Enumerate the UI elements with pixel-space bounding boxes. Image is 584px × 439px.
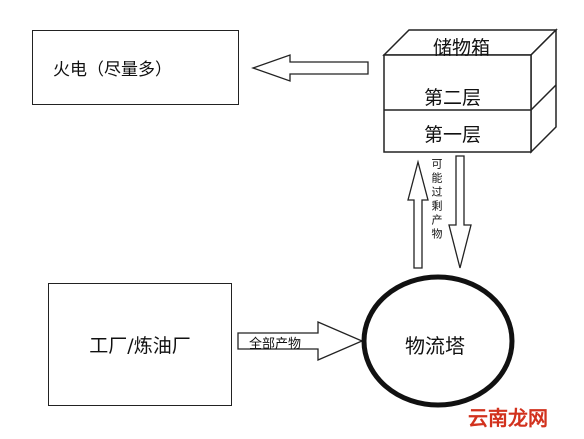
all-products-label: 全部产物 (249, 337, 302, 352)
arrow-storage-to-tower (448, 155, 472, 269)
logistics-tower-circle (361, 274, 515, 408)
storage-layer-1-label: 第一层 (424, 124, 482, 146)
arrow-storage-to-power (251, 54, 369, 82)
storage-title-label: 储物箱 (433, 37, 491, 59)
logistics-tower-label: 物流塔 (405, 334, 465, 358)
storage-box-side-divider (530, 84, 557, 111)
arrow-tower-to-storage (407, 159, 429, 269)
storage-box (382, 28, 558, 154)
storage-box-front (383, 54, 532, 153)
factory-label: 工厂/炼油厂 (89, 335, 191, 357)
surplus-products-label: 可能过剩产物 (430, 158, 443, 242)
arrow-factory-to-tower (237, 321, 364, 361)
factory-box: 工厂/炼油厂 (48, 283, 232, 406)
storage-layer-2-label: 第二层 (424, 87, 482, 109)
watermark-logo: 云南龙网 (468, 406, 548, 430)
power-box: 火电（尽量多） (32, 30, 239, 105)
power-label: 火电（尽量多） (53, 60, 172, 80)
